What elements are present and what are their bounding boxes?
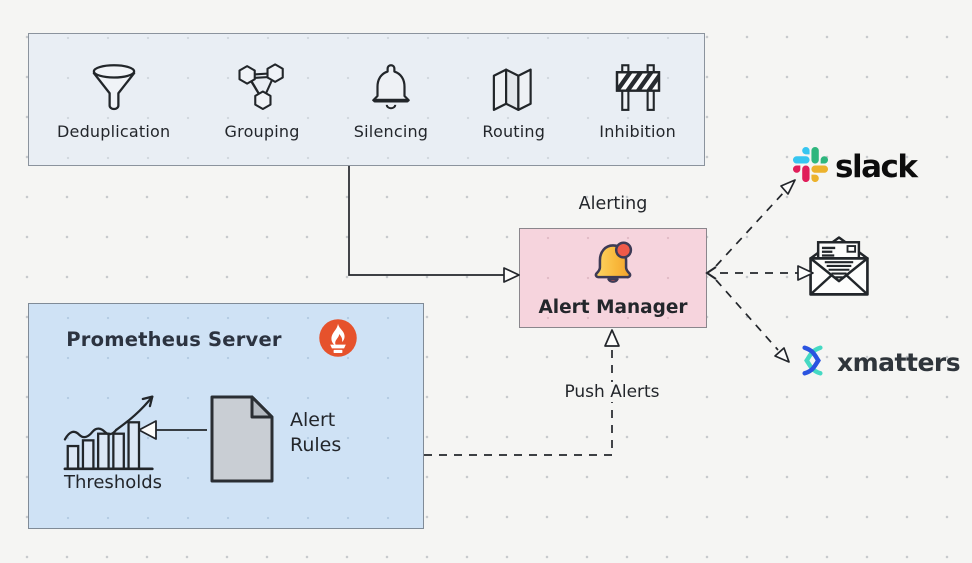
prometheus-server-box: Prometheus Server <box>28 303 424 529</box>
alerting-group-label: Alerting <box>578 194 648 214</box>
alert-rules-document-icon <box>208 393 276 489</box>
slack-target: slack <box>793 147 918 186</box>
feature-label: Silencing <box>353 122 429 141</box>
feature-deduplication: Deduplication <box>57 58 170 141</box>
alert-manager-node: Alert Manager <box>519 228 707 328</box>
feature-grouping: Grouping <box>225 58 300 141</box>
push-alerts-label: Push Alerts <box>538 382 686 402</box>
prometheus-title: Prometheus Server <box>66 328 282 351</box>
thresholds-chart-icon <box>63 380 177 480</box>
envelope-icon <box>803 236 875 303</box>
feature-label: Routing <box>482 122 546 141</box>
cluster-icon <box>233 58 291 116</box>
alertmanager-features-box: Deduplication Grouping <box>28 33 705 166</box>
alert-bell-icon <box>586 238 640 294</box>
barrier-icon <box>609 58 667 116</box>
xmatters-target: xmatters <box>796 344 961 381</box>
edge-alertmanager-to-slack <box>715 179 796 267</box>
xmatters-wordmark: xmatters <box>837 348 961 377</box>
slack-wordmark: slack <box>835 148 918 185</box>
feature-routing: Routing <box>482 58 545 141</box>
email-target <box>803 231 875 303</box>
feature-silencing: Silencing <box>354 58 428 141</box>
edge-fanout-origin <box>705 266 717 280</box>
edge-alertmanager-to-xmatters <box>715 279 790 363</box>
alert-manager-label: Alert Manager <box>538 297 688 318</box>
feature-label: Grouping <box>224 122 300 141</box>
feature-label: Deduplication <box>57 122 171 141</box>
bell-icon <box>364 58 418 116</box>
edge-features-to-alertmanager <box>348 166 520 283</box>
slack-logo-icon <box>793 147 828 186</box>
feature-inhibition: Inhibition <box>599 58 676 141</box>
funnel-icon <box>85 58 143 116</box>
feature-label: Inhibition <box>599 122 676 141</box>
prometheus-logo-icon <box>318 318 358 362</box>
edge-alertmanager-to-email <box>720 265 814 281</box>
thresholds-label: Thresholds <box>63 472 163 493</box>
xmatters-logo-icon <box>796 344 829 381</box>
alert-rules-label: Alert Rules <box>290 409 342 456</box>
map-icon <box>485 58 543 116</box>
